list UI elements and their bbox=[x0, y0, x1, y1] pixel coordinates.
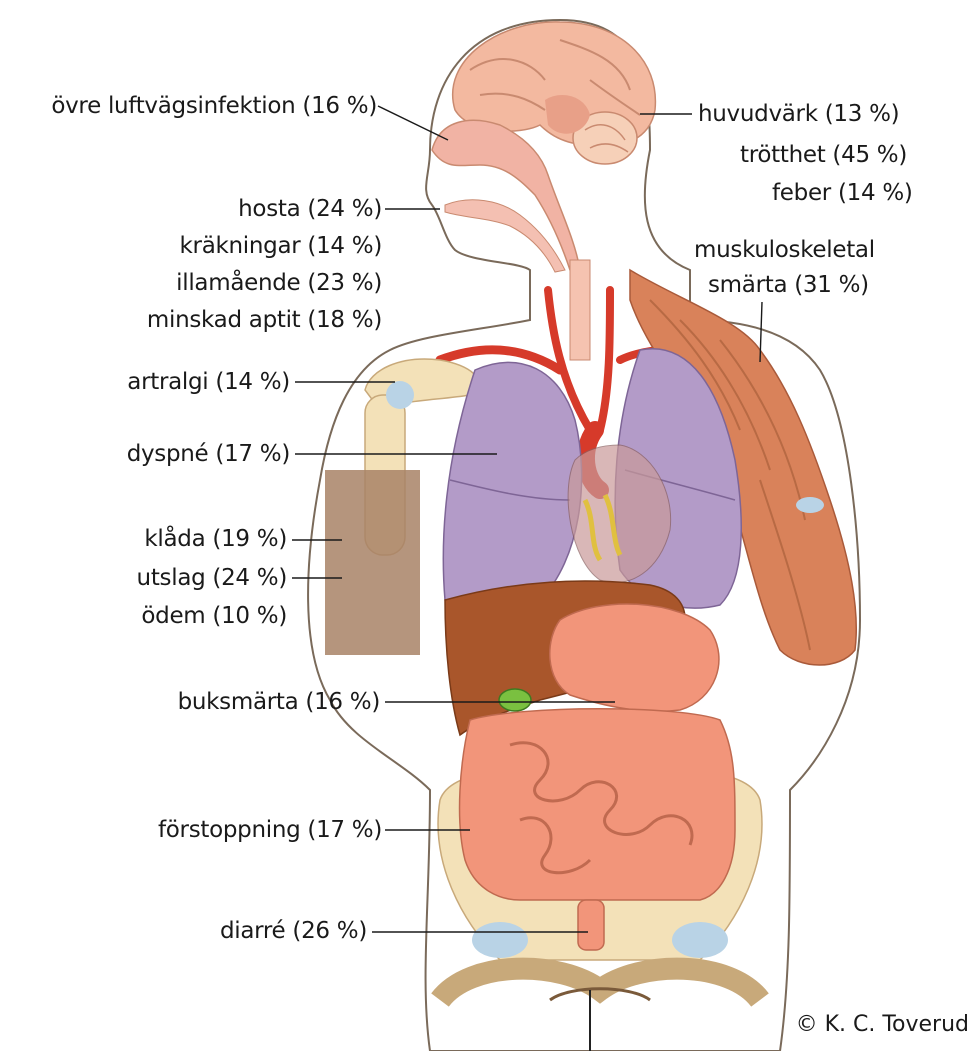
copyright-credit: © K. C. Toverud bbox=[796, 1012, 969, 1037]
stomach bbox=[550, 604, 719, 711]
label-buksmarta: buksmärta (16 %) bbox=[5, 687, 380, 717]
label-minskad-aptit: minskad aptit (18 %) bbox=[5, 305, 382, 335]
skin-patch bbox=[325, 470, 420, 655]
label-artralgi: artralgi (14 %) bbox=[5, 367, 290, 397]
label-hosta: hosta (24 %) bbox=[5, 194, 382, 224]
label-klada: klåda (19 %) bbox=[5, 524, 287, 554]
label-illamaende: illamående (23 %) bbox=[5, 268, 382, 298]
label-dyspne: dyspné (17 %) bbox=[5, 439, 290, 469]
label-krakningar: kräkningar (14 %) bbox=[5, 231, 382, 261]
label-ovre-luftvagsinfektion: övre luftvägsinfektion (16 %) bbox=[5, 91, 377, 121]
label-muskuloskeletal: muskuloskeletal bbox=[694, 235, 875, 265]
label-forstoppning: förstoppning (17 %) bbox=[5, 815, 382, 845]
gallbladder bbox=[499, 689, 531, 711]
label-trotthet: trötthet (45 %) bbox=[740, 140, 907, 170]
label-utslag: utslag (24 %) bbox=[5, 563, 287, 593]
label-smarta: smärta (31 %) bbox=[708, 270, 869, 300]
label-odem: ödem (10 %) bbox=[5, 601, 287, 631]
label-diarre: diarré (26 %) bbox=[5, 916, 367, 946]
label-huvudvark: huvudvärk (13 %) bbox=[698, 99, 899, 129]
label-feber: feber (14 %) bbox=[772, 178, 913, 208]
